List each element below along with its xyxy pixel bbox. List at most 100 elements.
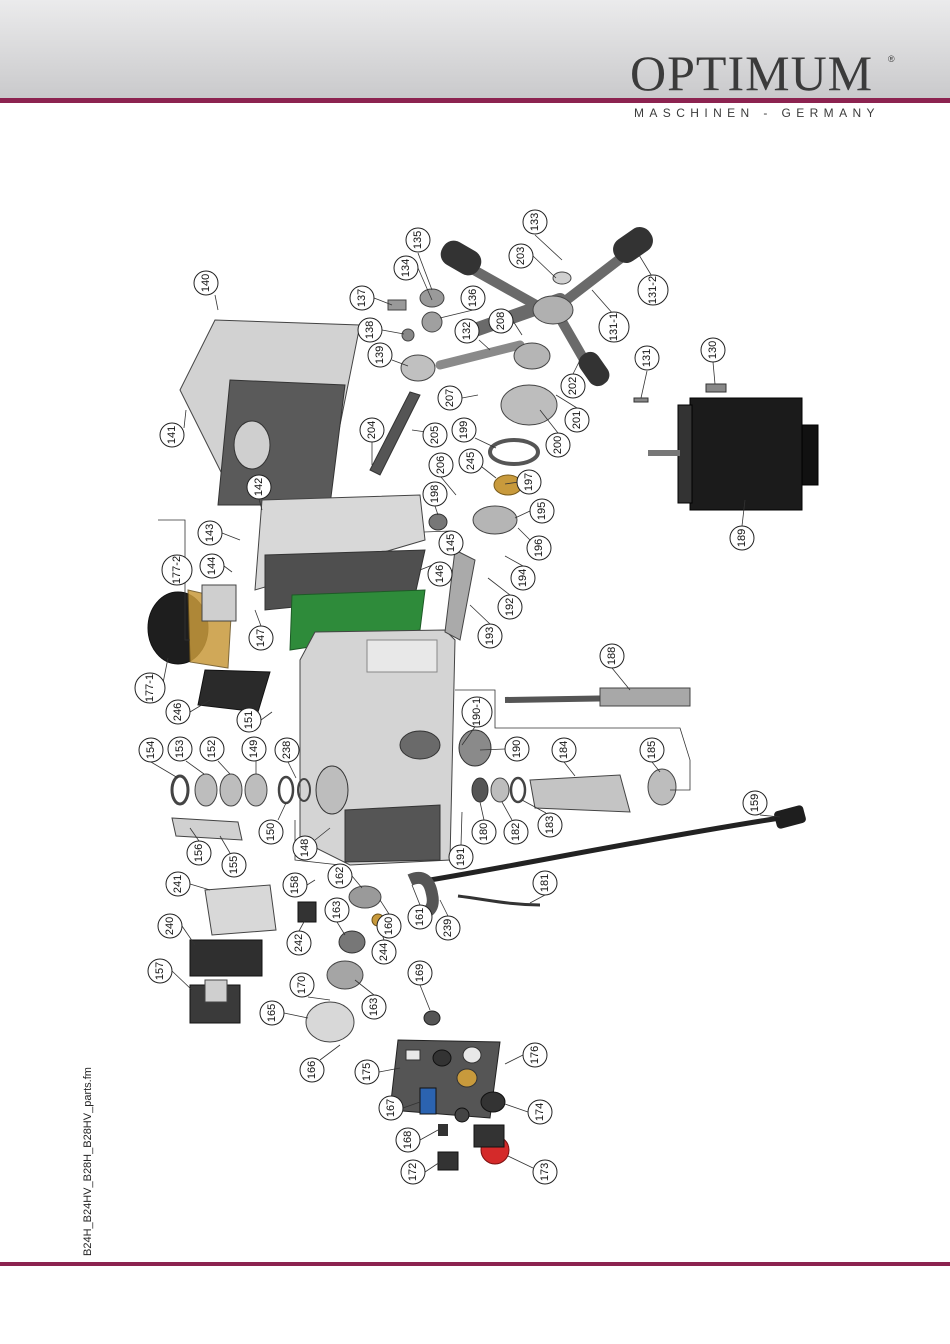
callout-circle (395, 1127, 421, 1153)
callout-label: 143 (204, 524, 216, 542)
callout-circle (357, 317, 383, 343)
callout-circle (598, 311, 630, 343)
callout-p176: 176 (522, 1042, 548, 1068)
callout-circle (545, 432, 571, 458)
callout-label: 163 (331, 901, 343, 919)
callout-p161: 161 (407, 904, 433, 930)
callout-circle (147, 958, 173, 984)
file-label: B24H_B24HV_B28H_B28HV_parts.fm (82, 1067, 94, 1256)
callout-p168: 168 (395, 1127, 421, 1153)
callout-label: 191 (455, 848, 467, 866)
callout-circle (258, 819, 284, 845)
callout-circle (134, 672, 166, 704)
callout-circle (367, 342, 393, 368)
callout-p162: 162 (327, 863, 353, 889)
callout-label: 185 (646, 741, 658, 759)
pinion-shaft (387, 288, 558, 535)
callout-p202: 202 (560, 373, 586, 399)
callout-circle (503, 819, 529, 845)
callout-label: 144 (206, 557, 218, 575)
callout-label: 132 (461, 322, 473, 340)
header-band (0, 0, 950, 100)
callout-label: 162 (334, 867, 346, 885)
callout-p205: 205 (422, 422, 448, 448)
control-box (254, 494, 448, 651)
callout-p246: 246 (165, 699, 191, 725)
callout-circle (438, 530, 464, 556)
callout-p242: 242 (286, 930, 312, 956)
brand-logo: OPTIMUM ® MASCHINEN - GERMANY (620, 48, 910, 123)
callout-label: 148 (299, 839, 311, 857)
callout-p149: 149 (241, 736, 267, 762)
callout-p146: 146 (427, 561, 453, 587)
callout-p170: 170 (289, 972, 315, 998)
callout-p163a: 163 (324, 897, 350, 923)
callout-label: 157 (154, 962, 166, 980)
callout-label: 184 (558, 741, 570, 759)
callout-p138: 138 (357, 317, 383, 343)
callout-circle (537, 812, 563, 838)
callout-circle (454, 318, 480, 344)
callout-p144: 144 (199, 553, 225, 579)
callout-label: 190 (511, 740, 523, 758)
callout-label: 147 (255, 629, 267, 647)
callout-circle (560, 373, 586, 399)
header-accent-line (0, 98, 950, 103)
callout-circle (422, 422, 448, 448)
callout-label: 163 (368, 998, 380, 1016)
callout-p183: 183 (537, 812, 563, 838)
callout-label: 198 (429, 485, 441, 503)
callout-circle (286, 930, 312, 956)
callout-p238: 238 (274, 737, 300, 763)
callout-p173: 173 (532, 1159, 558, 1185)
callout-circle (289, 972, 315, 998)
callout-p142: 142 (246, 474, 272, 500)
callout-p204: 204 (359, 417, 385, 443)
callout-label: 149 (248, 740, 260, 758)
callout-circle (427, 561, 453, 587)
callout-label: 152 (206, 740, 218, 758)
callout-label: 175 (361, 1063, 373, 1081)
callout-p182: 182 (503, 819, 529, 845)
callout-label: 155 (228, 856, 240, 874)
callout-label: 156 (193, 844, 205, 862)
callout-p184: 184 (551, 737, 577, 763)
callout-label: 190-1 (471, 698, 483, 726)
brake-drum (147, 584, 271, 713)
quill-spindle (444, 549, 691, 813)
callout-label: 194 (517, 569, 529, 587)
callout-label: 242 (293, 934, 305, 952)
callout-p190_1: 190-1 (461, 696, 493, 728)
callout-label: 206 (435, 456, 447, 474)
callout-p150: 150 (258, 819, 284, 845)
callout-circle (165, 699, 191, 725)
callout-circle (448, 844, 474, 870)
callout-circle (167, 736, 193, 762)
callout-p188: 188 (599, 643, 625, 669)
callout-p180: 180 (471, 819, 497, 845)
footer-accent-line (0, 1262, 950, 1266)
callout-p167: 167 (378, 1095, 404, 1121)
callout-circle (193, 270, 219, 296)
callout-circle (422, 481, 448, 507)
callout-p143: 143 (197, 520, 223, 546)
callout-circle (461, 696, 493, 728)
callout-circle (437, 385, 463, 411)
callout-p195: 195 (529, 498, 555, 524)
callout-label: 177-2 (171, 556, 183, 584)
callout-circle (138, 737, 164, 763)
callout-p208: 208 (488, 308, 514, 334)
callout-circle (371, 939, 397, 965)
callout-p137: 137 (349, 285, 375, 311)
callout-circle (742, 790, 768, 816)
callout-label: 174 (534, 1103, 546, 1121)
callout-p201: 201 (564, 407, 590, 433)
callout-p151: 151 (236, 707, 262, 733)
callout-p200: 200 (545, 432, 571, 458)
callout-label: 166 (306, 1061, 318, 1079)
callout-label: 176 (529, 1046, 541, 1064)
callout-p240: 240 (157, 913, 183, 939)
callout-p139: 139 (367, 342, 393, 368)
callout-circle (529, 498, 555, 524)
callout-circle (165, 871, 191, 897)
